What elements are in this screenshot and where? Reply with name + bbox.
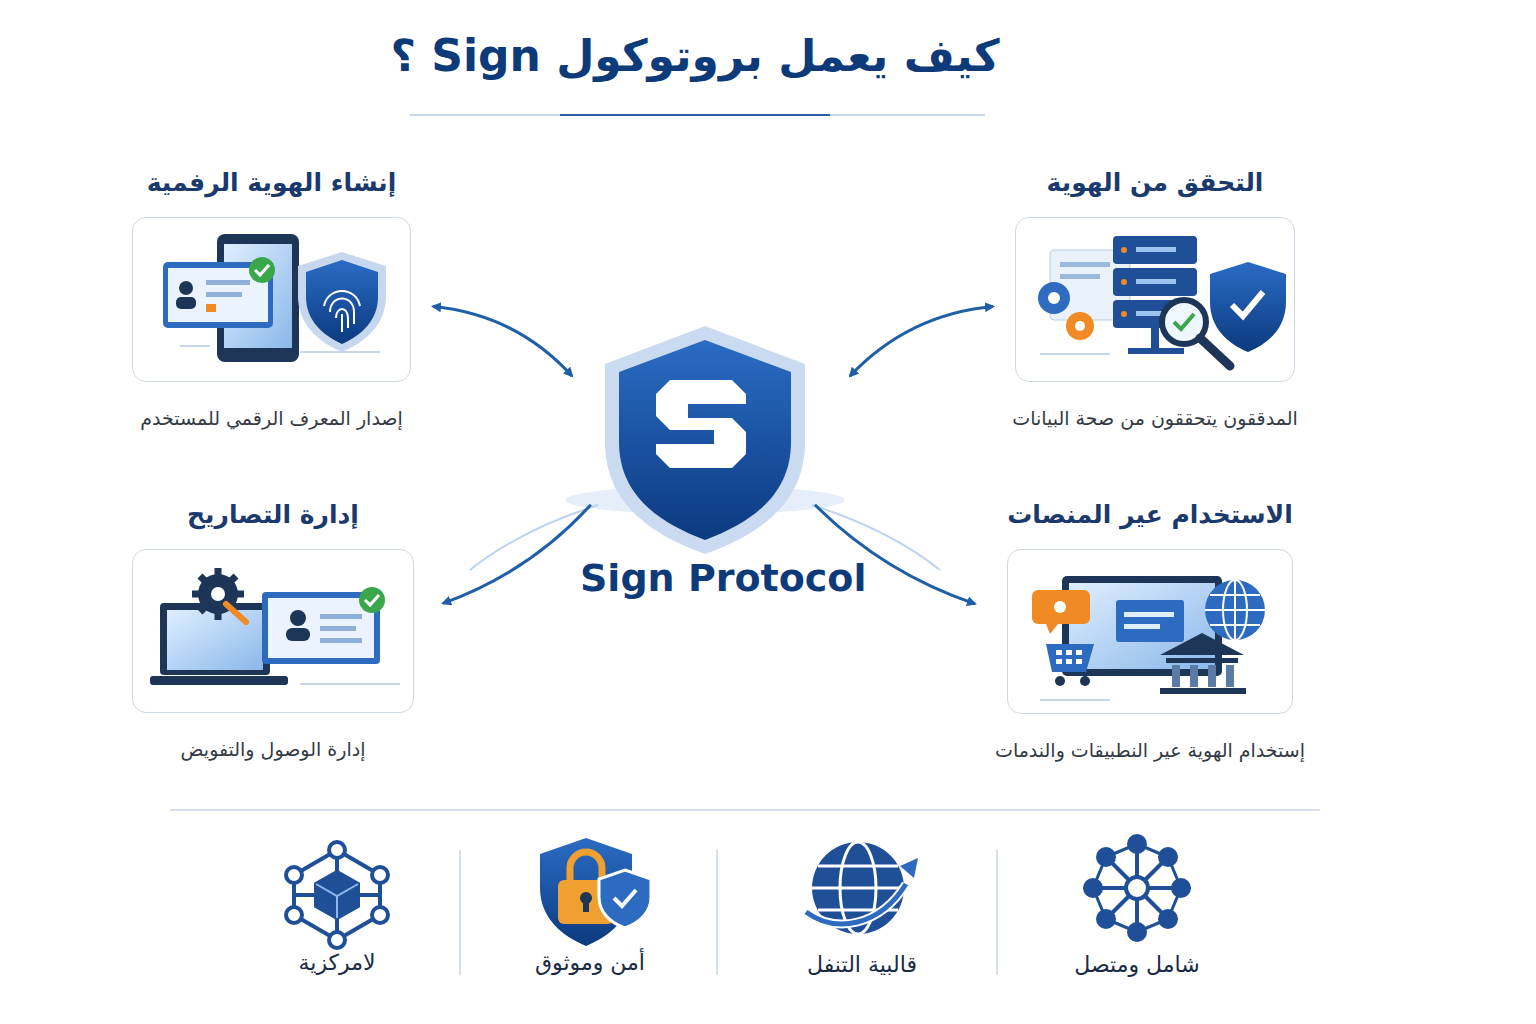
card-frame	[132, 217, 411, 382]
sign-shield	[565, 326, 845, 554]
diagram-title: كيف يعمل بروتوكول Sign ؟	[0, 30, 1390, 81]
card-caption: إصدار المعرف الرقمي للمستخدم	[42, 404, 501, 432]
card-frame	[1015, 217, 1295, 382]
feature-label: شامل ومتصل	[1074, 952, 1199, 977]
card-caption: المدققون يتحققون من صحة البيانات	[925, 404, 1385, 432]
hub-label: Sign Protocol	[580, 556, 850, 600]
card-heading: التحقق من الهوية	[1015, 165, 1295, 201]
connected-icon	[1085, 836, 1189, 940]
feature-label: لامركزية	[299, 950, 376, 975]
step-card: إنشاء الهوية الرفميةإصدار المعرف الرقمي …	[132, 165, 411, 432]
feature-label: أمن وموثوق	[535, 950, 645, 975]
feature-label: قالبية التنفل	[807, 952, 917, 977]
flow-arrow	[850, 307, 993, 376]
step-card: الاستخدام عير المنصاتإستخدام الهوية عير …	[1007, 497, 1293, 764]
step-card: التحقق من الهويةالمدققون يتحققون من صحة …	[1015, 165, 1295, 432]
protocol-hub: Sign Protocol	[580, 320, 850, 600]
permissions-illustration	[150, 568, 400, 685]
card-heading: الاستخدام عير المنصات	[1007, 497, 1293, 533]
flow-arrow	[443, 505, 591, 604]
card-frame	[132, 549, 414, 713]
security-icon	[540, 838, 651, 946]
decentralized-icon	[286, 842, 388, 948]
card-caption: إدارة الوصول والتفويض	[42, 735, 504, 763]
cross-platform-illustration	[1032, 576, 1265, 700]
card-heading: إدارة التصاريح	[132, 497, 414, 533]
identity-illustration	[163, 234, 386, 362]
card-heading: إنشاء الهوية الرفمية	[132, 165, 411, 201]
portability-icon	[806, 842, 918, 934]
step-card: إدارة التصاريحإدارة الوصول والتفويض	[132, 497, 414, 763]
card-frame	[1007, 549, 1293, 714]
card-caption: إستخدام الهوية عير النطبيقات والندمات	[917, 736, 1383, 764]
verification-illustration	[1038, 236, 1286, 366]
flow-arrow	[433, 307, 572, 376]
